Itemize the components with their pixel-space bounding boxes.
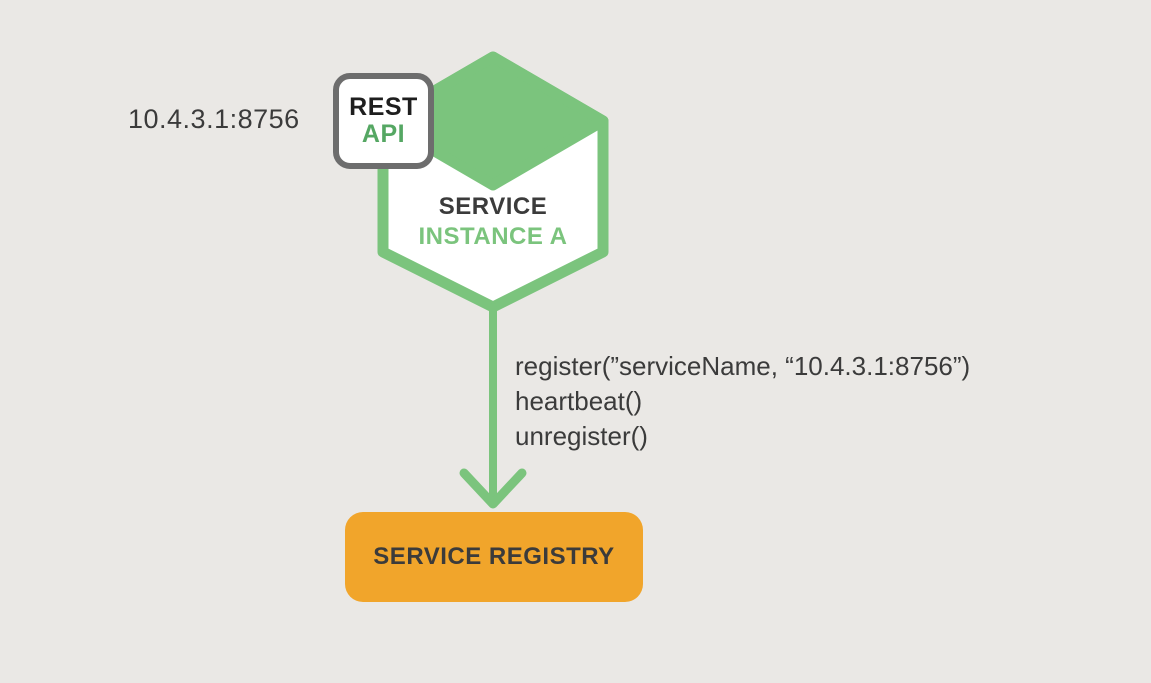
rest-api-badge: REST API	[333, 73, 434, 169]
service-registry-node: SERVICE REGISTRY	[345, 512, 643, 602]
call-register: register(”serviceName, “10.4.3.1:8756”)	[515, 351, 971, 381]
down-arrow-icon	[459, 468, 527, 509]
rest-api-badge-line1: REST	[349, 93, 418, 121]
call-heartbeat: heartbeat()	[515, 386, 643, 416]
instance-address-label: 10.4.3.1:8756	[128, 104, 300, 134]
service-instance-title: SERVICE	[438, 193, 548, 220]
service-instance-labels: SERVICE INSTANCE A	[383, 192, 603, 252]
service-registry-label: SERVICE REGISTRY	[373, 543, 615, 570]
call-unregister: unregister()	[515, 421, 648, 451]
rest-api-badge-line2: API	[361, 120, 406, 148]
service-instance-subtitle: INSTANCE A	[418, 223, 568, 250]
registration-call-list: register(”serviceName, “10.4.3.1:8756”) …	[515, 349, 970, 454]
